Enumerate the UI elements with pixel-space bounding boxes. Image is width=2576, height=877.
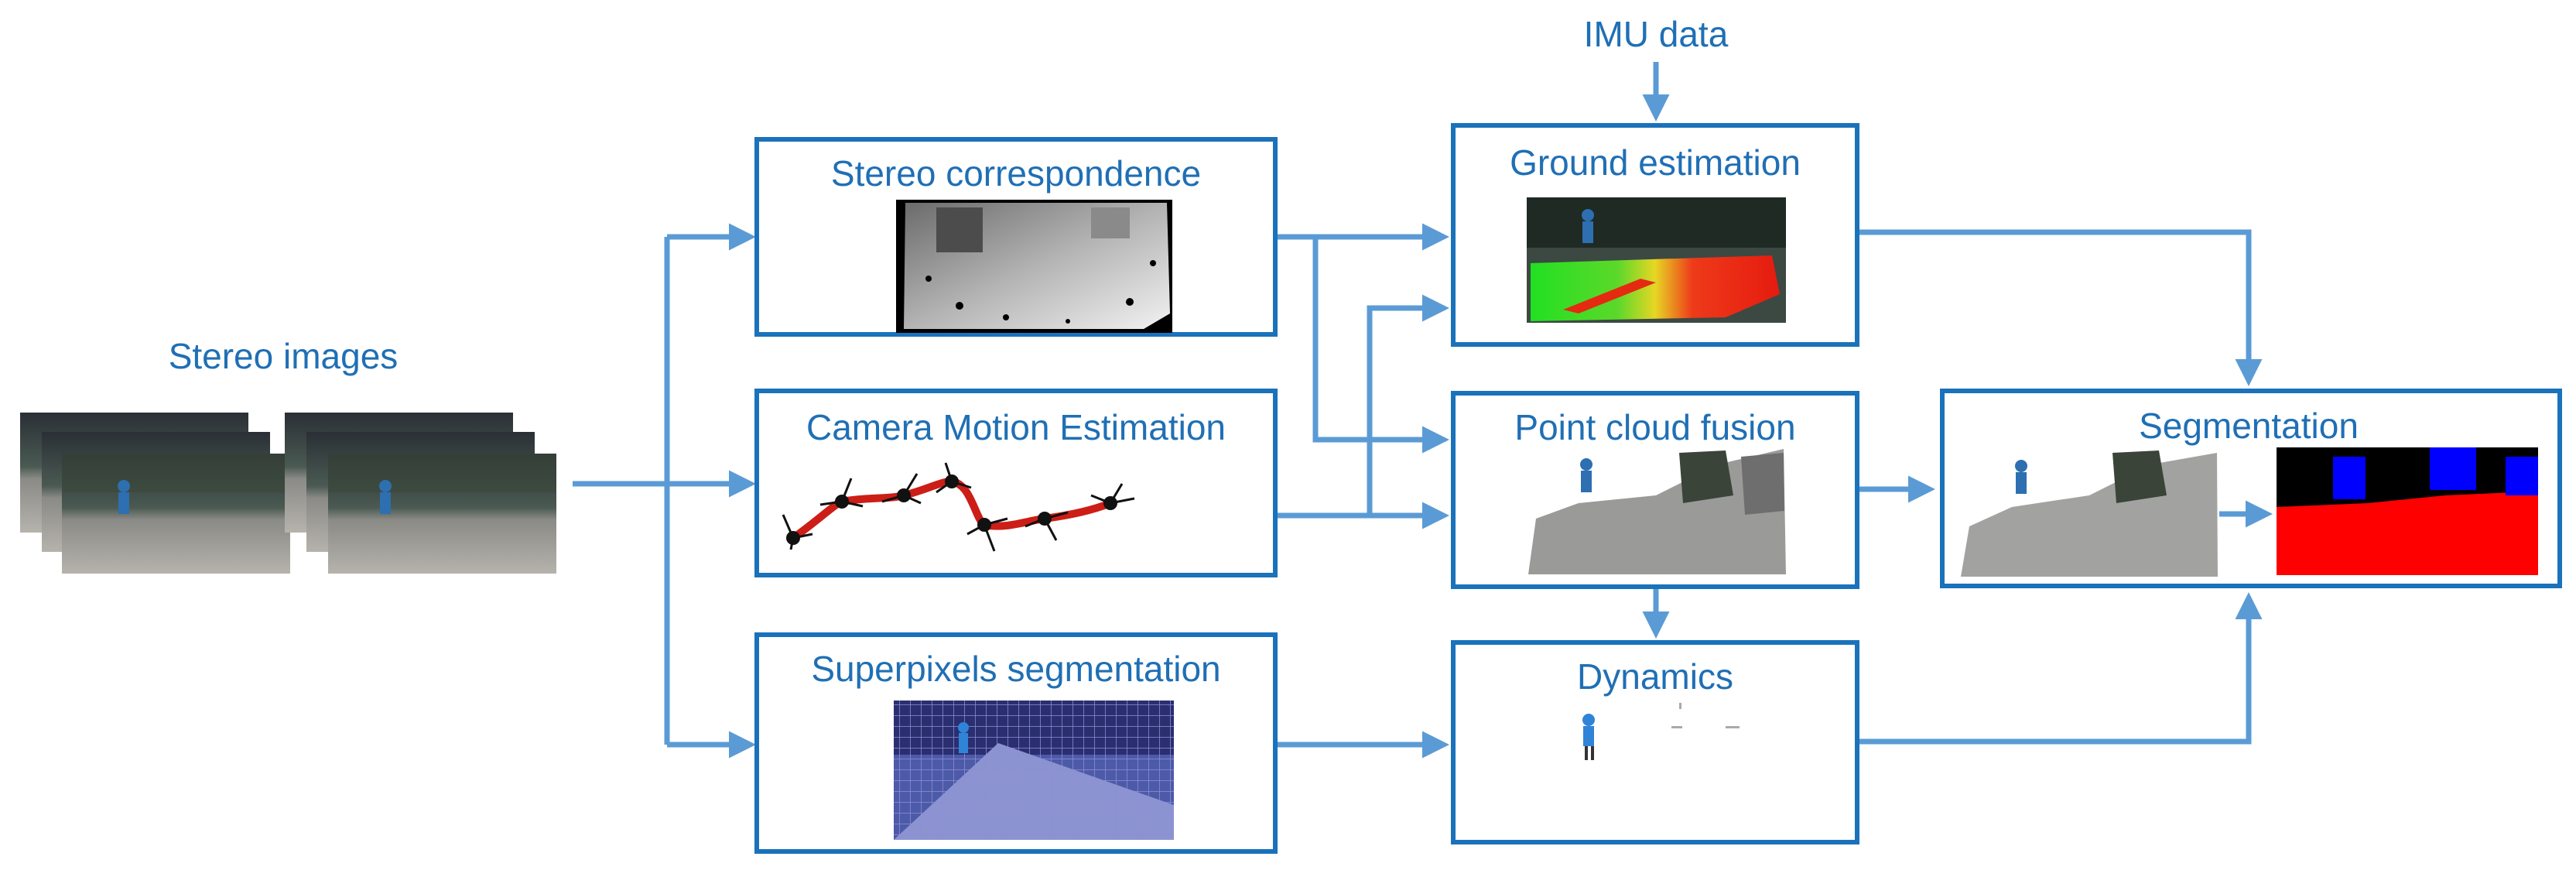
- stereo-images-stack-left: [20, 413, 290, 574]
- segmentation-labels-image: [2277, 447, 2538, 575]
- ground-estimation-node: Ground estimation: [1451, 123, 1859, 347]
- stereo-images-label: Stereo images: [169, 336, 399, 376]
- segmentation-pointcloud-image: [1959, 449, 2219, 577]
- disparity-map-image: [896, 200, 1172, 333]
- arrow-dynamics-to-segmentation: [1857, 592, 2263, 745]
- arrow-stereo-to-pointcloud: [1312, 237, 1449, 454]
- dynamics-image: [1582, 703, 1740, 760]
- stereo-images-node: Stereo images: [20, 336, 556, 574]
- segmentation-node: Segmentation: [1940, 389, 2562, 588]
- arrow-ground-to-segmentation: [1857, 229, 2263, 386]
- stereo-correspondence-node: Stereo correspondence: [754, 137, 1278, 337]
- camera-motion-box: [754, 389, 1278, 577]
- camera-trajectory-image: [782, 462, 1135, 552]
- segmentation-label: Segmentation: [2139, 406, 2359, 446]
- connections: [573, 62, 2263, 759]
- point-cloud-image: [1527, 449, 1786, 574]
- dynamics-box: [1451, 640, 1859, 844]
- superpixels-node: Superpixels segmentation: [754, 632, 1278, 854]
- superpixels-label: Superpixels segmentation: [811, 649, 1220, 689]
- stereo-correspondence-label: Stereo correspondence: [831, 153, 1201, 194]
- superpixels-image: [894, 701, 1174, 840]
- ground-estimation-image: [1527, 197, 1786, 323]
- ground-estimation-label: Ground estimation: [1510, 142, 1801, 183]
- imu-data-label: IMU data: [1584, 14, 1729, 54]
- stereo-images-stack-right: [285, 413, 556, 574]
- point-cloud-fusion-label: Point cloud fusion: [1514, 407, 1795, 447]
- camera-motion-label: Camera Motion Estimation: [806, 407, 1226, 447]
- arrow-motion-to-ground: [1367, 294, 1449, 516]
- point-cloud-fusion-node: Point cloud fusion: [1451, 391, 1859, 589]
- dynamics-node: Dynamics: [1451, 640, 1859, 844]
- camera-motion-node: Camera Motion Estimation: [754, 389, 1278, 577]
- dynamics-label: Dynamics: [1577, 656, 1733, 697]
